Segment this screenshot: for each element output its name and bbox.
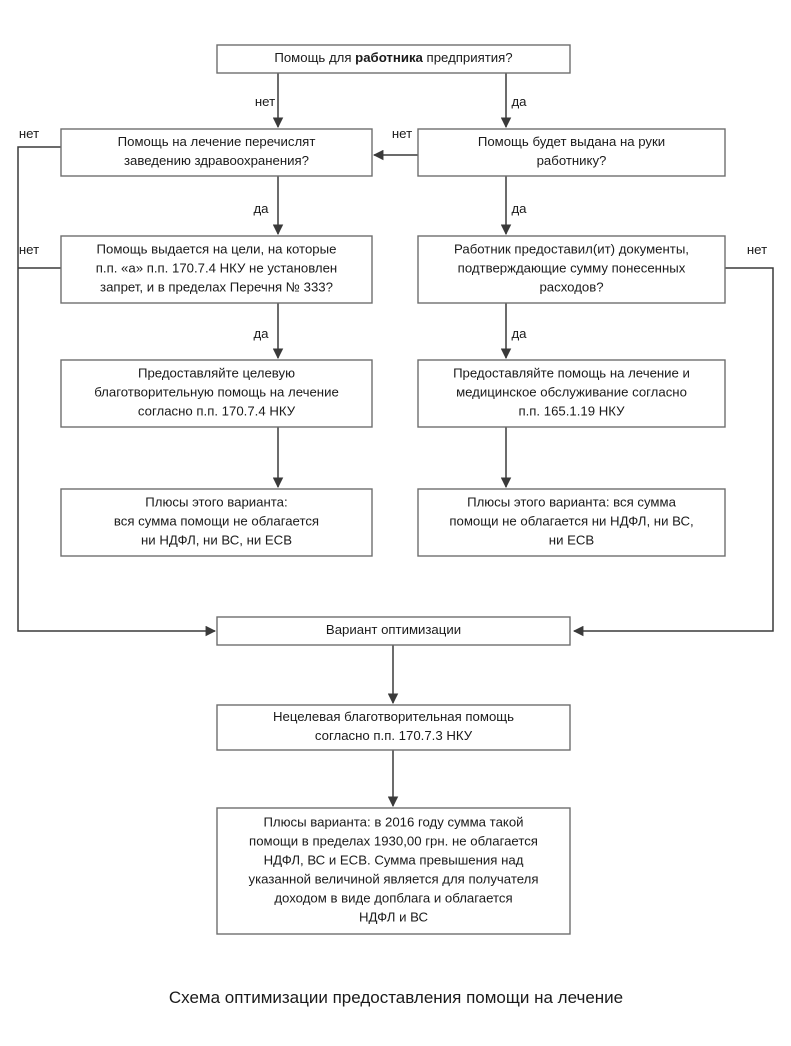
node-q-docs: Работник предоставил(ит) документы,подтв… xyxy=(417,235,726,304)
edge-label-e-root-yes: да xyxy=(511,94,527,109)
edge-label-e-root-no: нет xyxy=(255,94,275,109)
node-label-q-docs: Работник предоставил(ит) документы,подтв… xyxy=(454,242,689,295)
edge-label-e-purpose-no: нет xyxy=(19,242,39,257)
edge-label-e-transfer-yes: да xyxy=(253,201,269,216)
edge-label-e-transfer-no: нет xyxy=(19,126,39,141)
node-q-root: Помощь для работника предприятия? xyxy=(216,44,571,74)
node-box-q-hands xyxy=(417,128,726,177)
edges-layer xyxy=(17,73,774,808)
node-box-optimization xyxy=(216,616,571,646)
node-box-q-root xyxy=(216,44,571,74)
edge-labels-layer: нет да нет нет да да нет нет да да xyxy=(19,94,767,341)
node-plus-left: Плюсы этого варианта:вся сумма помощи не… xyxy=(60,488,373,557)
edge-e-transfer-no xyxy=(17,146,217,637)
node-label-plus-left: Плюсы этого варианта:вся сумма помощи не… xyxy=(114,495,319,548)
edge-label-e-hands-yes: да xyxy=(511,201,527,216)
node-box-act-target xyxy=(60,359,373,428)
edge-label-e-docs-yes: да xyxy=(511,326,527,341)
node-box-act-medical xyxy=(417,359,726,428)
edge-label-e-purpose-yes: да xyxy=(253,326,269,341)
node-box-q-purpose xyxy=(60,235,373,304)
edge-label-e-docs-no: нет xyxy=(747,242,767,257)
node-label-q-root: Помощь для работника предприятия? xyxy=(274,50,512,65)
node-box-non-target xyxy=(216,704,571,751)
node-box-q-docs xyxy=(417,235,726,304)
diagram-caption: Схема оптимизации предоставления помощи … xyxy=(169,988,623,1007)
node-label-optimization: Вариант оптимизации xyxy=(326,622,461,637)
node-optimization: Вариант оптимизации xyxy=(216,616,571,646)
node-box-plus-bottom xyxy=(216,807,571,935)
nodes-layer: Помощь для работника предприятия? Помощь … xyxy=(60,44,726,935)
node-box-plus-right xyxy=(417,488,726,557)
edge-e-docs-no xyxy=(572,267,774,637)
node-box-q-transfer xyxy=(60,128,373,177)
node-box-plus-left xyxy=(60,488,373,557)
edge-label-e-hands-no: нет xyxy=(392,126,412,141)
